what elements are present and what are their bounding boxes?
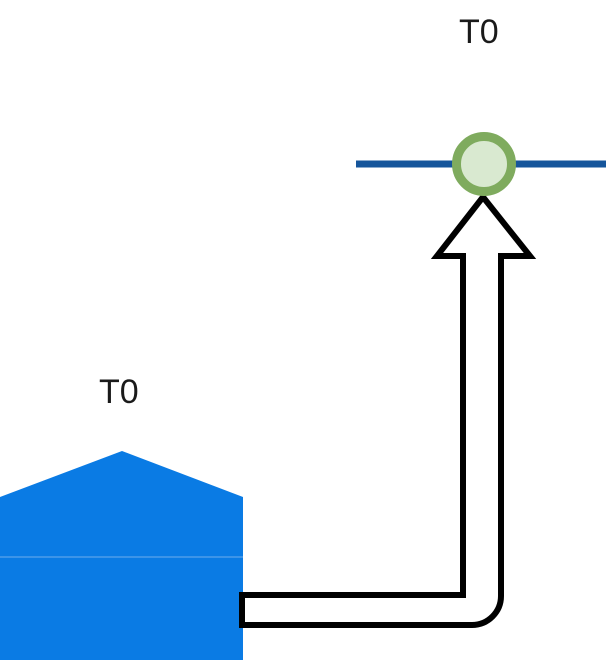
event-circle-node[interactable]: [452, 132, 516, 196]
time-label-bottom: T0: [99, 373, 139, 411]
flow-arrow[interactable]: [239, 192, 537, 628]
pentagon-label-text: GMN_Start- Registration: [24, 566, 239, 663]
pentagon-pool[interactable]: [0, 451, 243, 660]
pentagon-label-line-1: GMN_Start-: [24, 652, 239, 663]
time-label-top: T0: [459, 13, 499, 51]
